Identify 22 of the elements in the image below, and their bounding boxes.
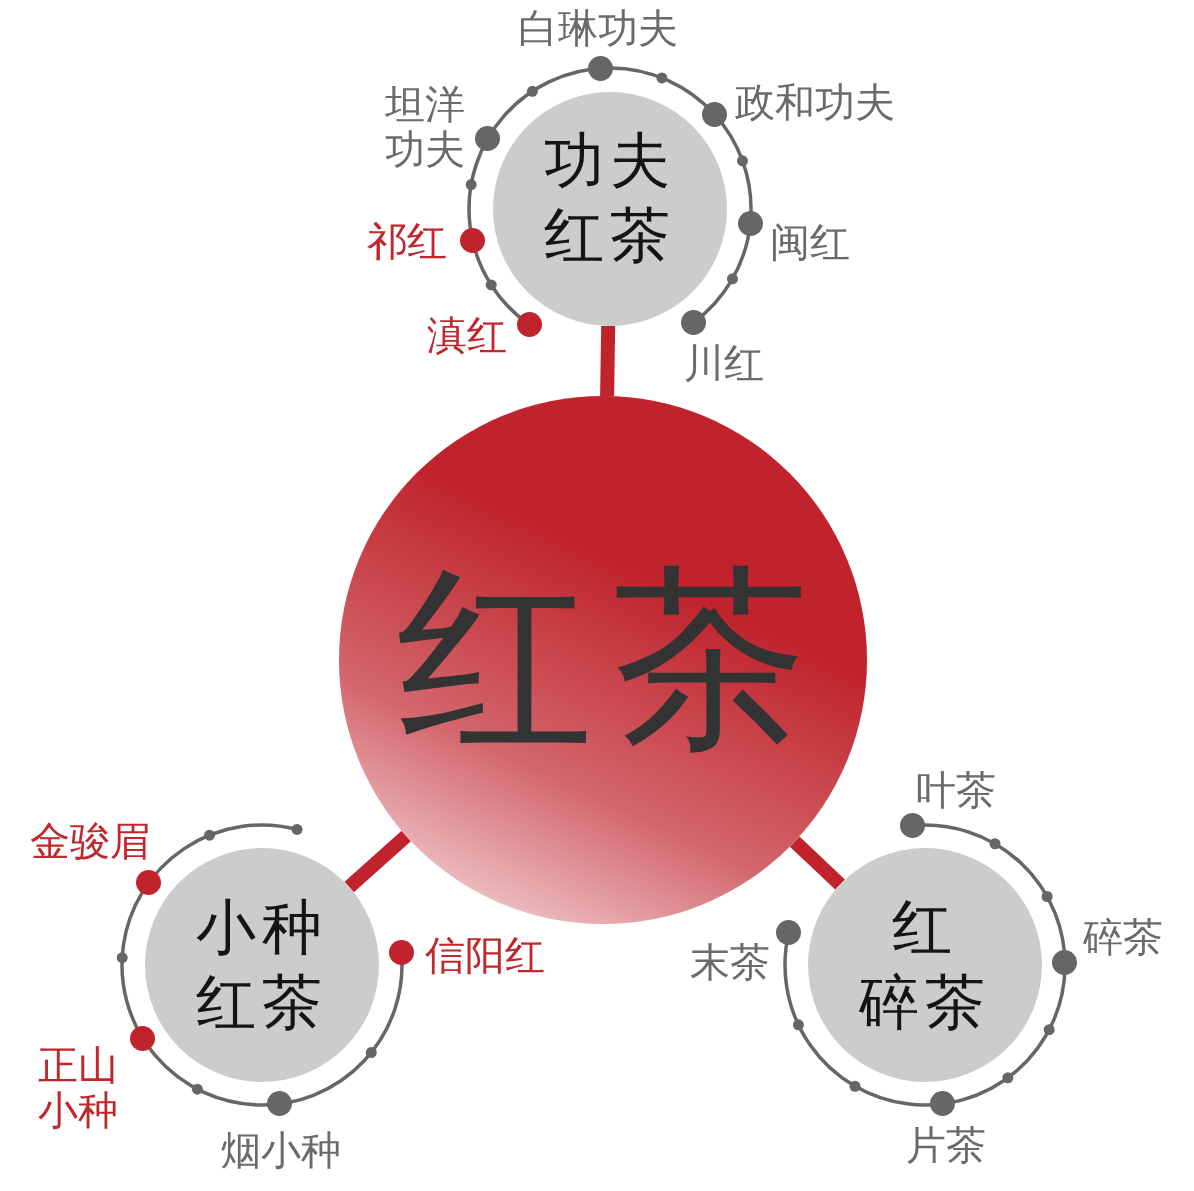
- variety-label: 金骏眉: [30, 818, 150, 864]
- connector-line: [600, 325, 616, 397]
- variety-label: 信阳红: [425, 932, 545, 978]
- variety-label: 碎茶: [1083, 914, 1163, 960]
- variety-label: 闽红: [770, 219, 850, 265]
- variety-label: 坦洋功夫: [384, 82, 465, 172]
- variety-label: 末茶: [690, 939, 770, 985]
- connector-line: [344, 830, 411, 893]
- variety-label: 政和功夫: [735, 79, 895, 125]
- variety-label: 川红: [684, 340, 764, 386]
- category-title: 红碎茶: [858, 891, 992, 1039]
- variety-label: 叶茶: [916, 767, 996, 813]
- connector-line: [789, 836, 845, 890]
- variety-label: 片茶: [906, 1122, 986, 1168]
- category-title: 小种红茶: [195, 891, 329, 1039]
- variety-label: 滇红: [427, 312, 507, 358]
- variety-label: 白琳功夫: [518, 5, 678, 51]
- topic-title: 红茶: [396, 557, 829, 763]
- category-title: 功夫红茶: [543, 124, 677, 272]
- variety-label: 正山小种: [38, 1043, 119, 1133]
- variety-label: 祁红: [367, 218, 447, 264]
- variety-label: 烟小种: [221, 1127, 341, 1173]
